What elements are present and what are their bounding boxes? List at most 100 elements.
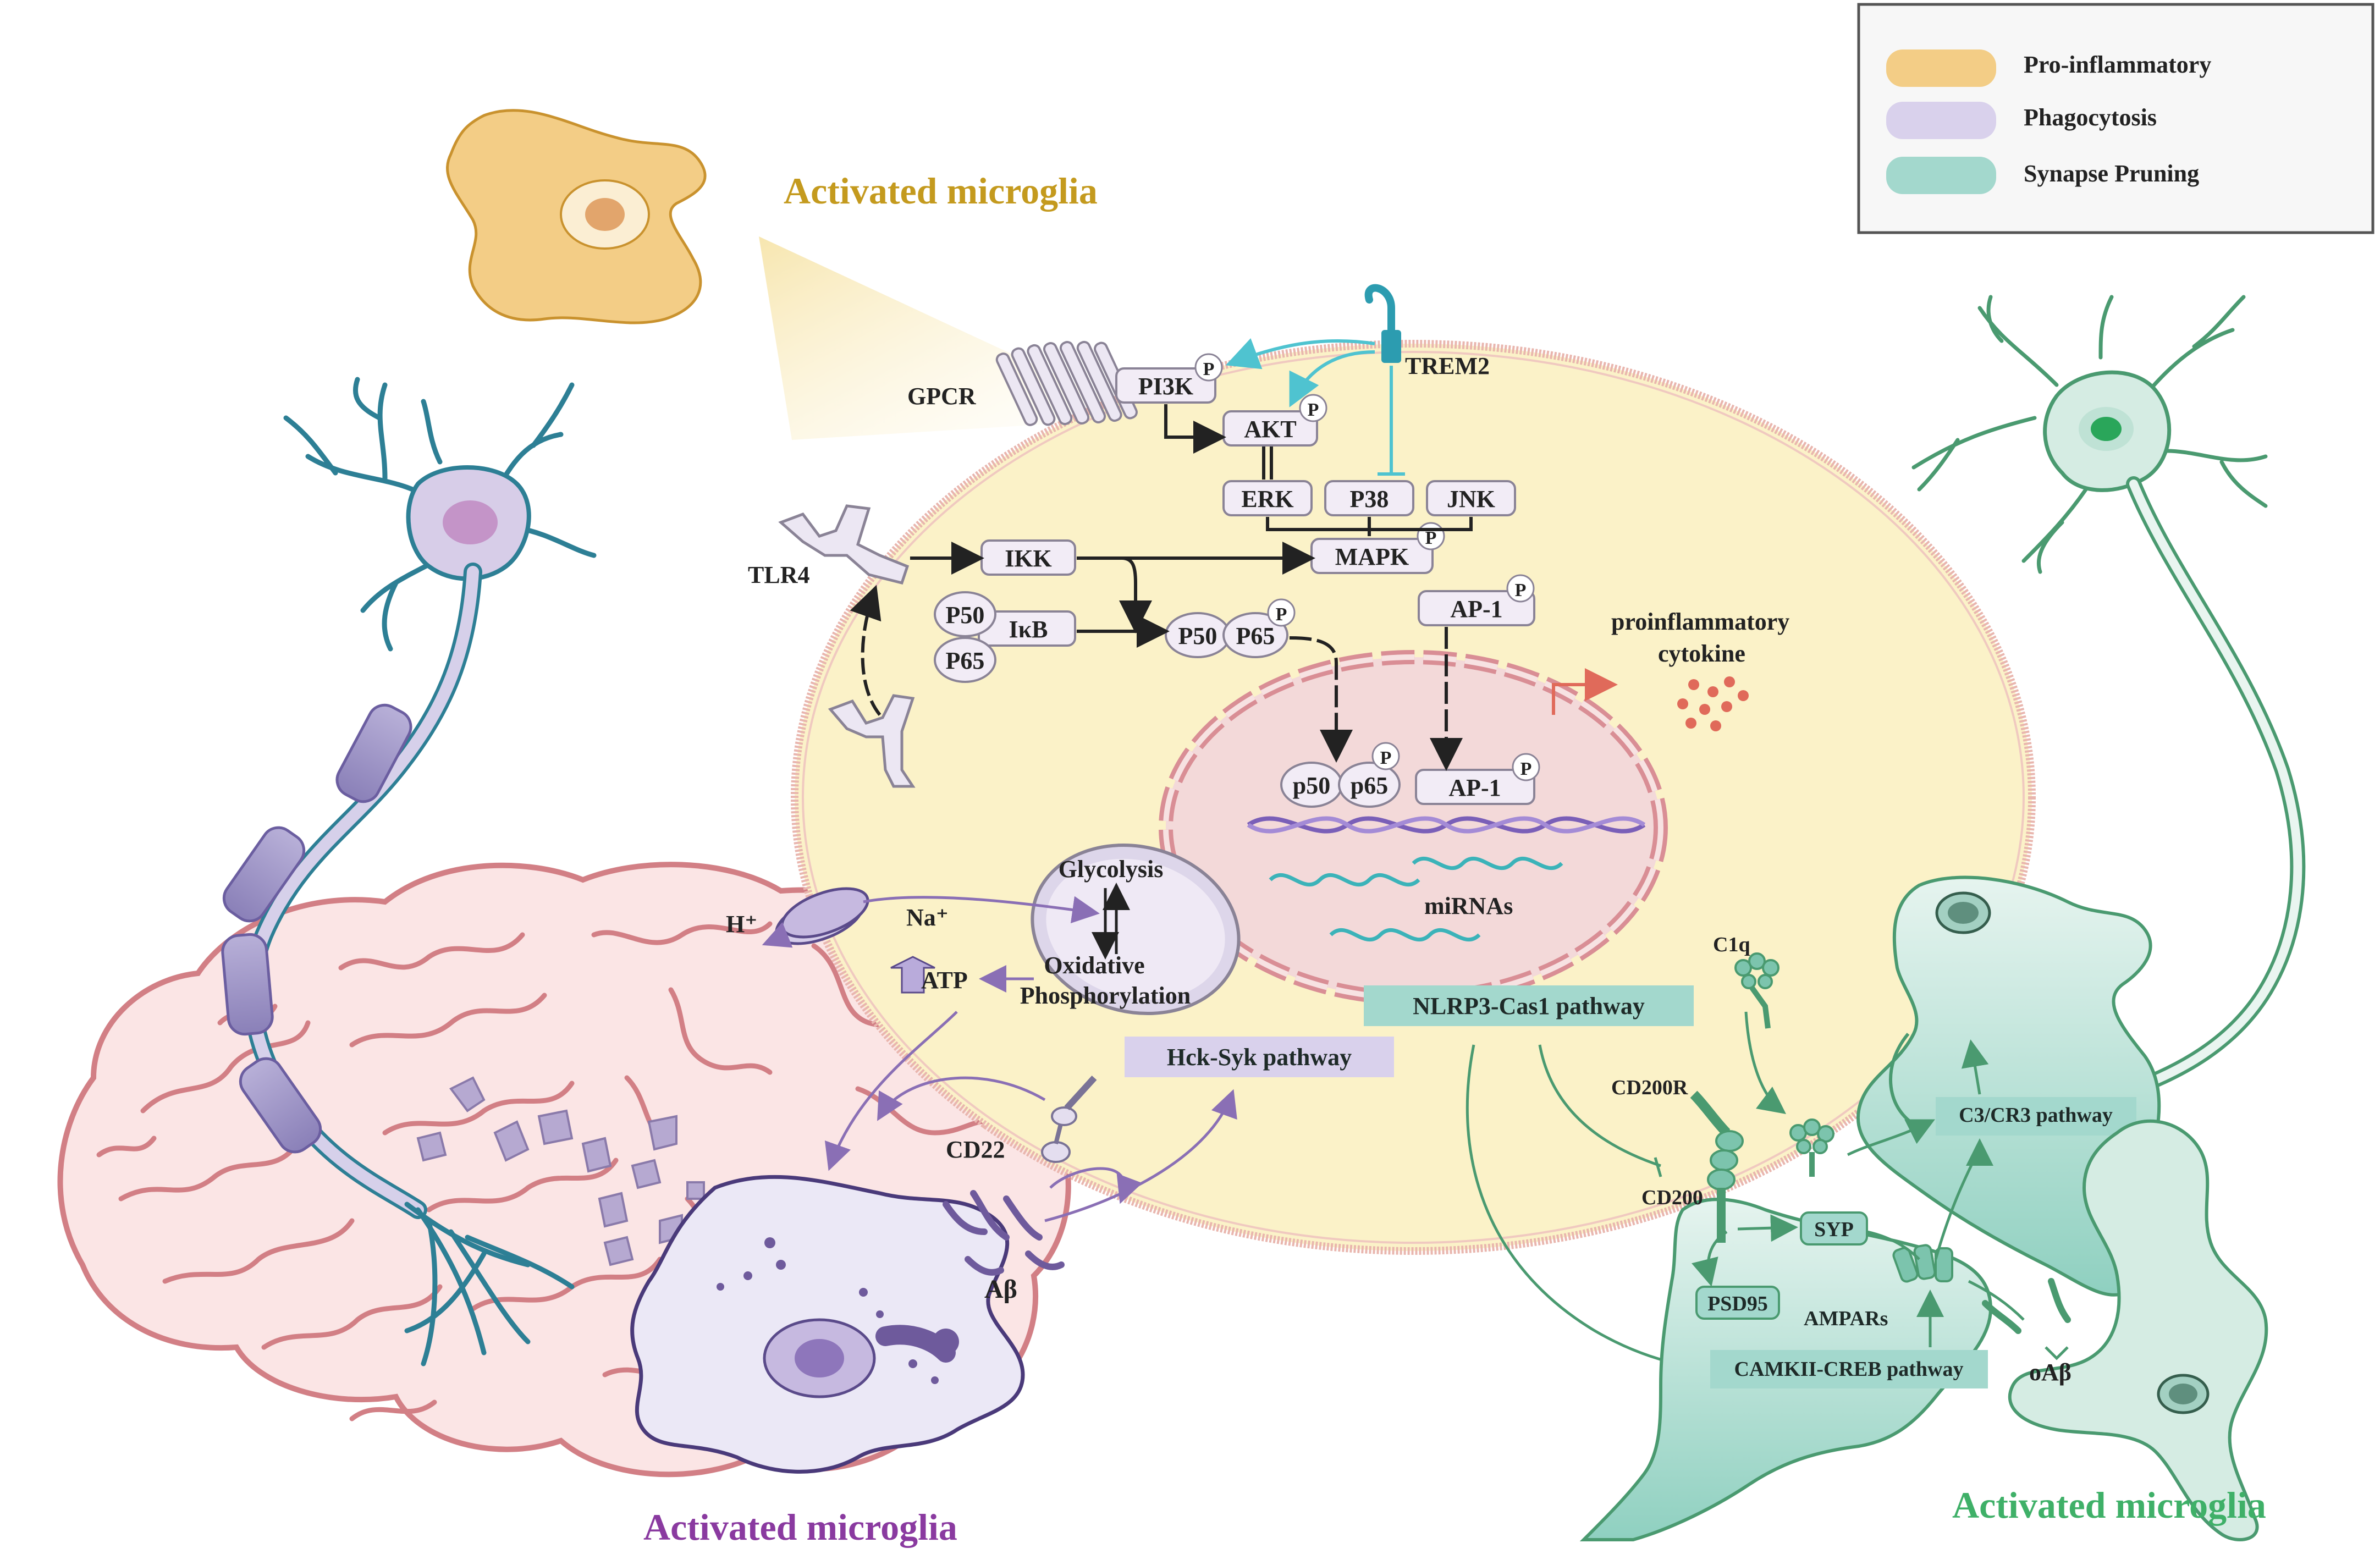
node-p50-nuclear-label: p50	[1293, 772, 1330, 799]
cd22-receptor	[1041, 1075, 1097, 1163]
oabeta: oAβ	[1934, 1138, 2072, 1386]
label-tlr4: TLR4	[748, 561, 809, 588]
node-p65-nuclear-label: p65	[1351, 772, 1388, 799]
phospho-mapk: P	[1425, 528, 1437, 548]
label-proinflammatory: proinflammatory	[1611, 608, 1789, 635]
node-p65-nuclear	[1338, 762, 1401, 808]
node-p38	[1324, 480, 1414, 516]
node-akt-label: AKT	[1244, 416, 1296, 443]
label-oabeta: oAβ	[2029, 1359, 2072, 1386]
mirna-strands	[1269, 856, 1563, 942]
label-cytokine: cytokine	[1658, 640, 1745, 667]
axon-terminals	[404, 1202, 575, 1366]
label-cd200: CD200	[1641, 1186, 1703, 1209]
node-mapk-label: MAPK	[1335, 543, 1409, 570]
node-erk	[1222, 480, 1313, 516]
label-cd22: CD22	[946, 1136, 1005, 1163]
nlrp3-inhibit-line	[1538, 1044, 1661, 1167]
legend-label-phagocytosis: Phagocytosis	[2024, 104, 2157, 131]
node-ap1	[1418, 590, 1535, 626]
hck-syk-label: Hck-Syk pathway	[1167, 1044, 1352, 1071]
ampar-receptor	[1892, 1244, 1953, 1283]
node-psd95-label: PSD95	[1707, 1292, 1768, 1315]
legend-swatch-phagocytosis	[1886, 102, 1996, 139]
node-ap1-label: AP-1	[1450, 596, 1502, 622]
trem2-receptor: TREM2	[1364, 284, 1490, 379]
node-erk-label: ERK	[1241, 486, 1293, 513]
myelin-sheaths	[221, 703, 412, 1154]
phagosome-dots	[717, 1237, 939, 1384]
camkii-label: CAMKII-CREB pathway	[1734, 1358, 1964, 1381]
node-p50-free-label: P50	[1178, 622, 1217, 649]
label-c1q: C1q	[1713, 933, 1750, 956]
node-ap1-nuclear	[1415, 769, 1535, 805]
node-p50-label: P50	[946, 602, 985, 629]
abeta-fibrils	[943, 1190, 1065, 1276]
node-ap1-nuclear-label: AP-1	[1448, 774, 1501, 801]
node-p38-label: P38	[1350, 486, 1389, 513]
legend-label-pro-inflammatory: Pro-inflammatory	[2024, 51, 2211, 78]
node-jnk	[1426, 480, 1516, 516]
top-microglia-cell: Activated microglia	[446, 109, 1149, 440]
node-p65-complex	[934, 637, 996, 683]
title-bottom-right-microglia: Activated microglia	[1952, 1484, 2266, 1526]
node-p65-label: P65	[946, 647, 985, 674]
phospho-akt: P	[1308, 400, 1319, 420]
left-neuron	[221, 377, 705, 1366]
label-gpcr: GPCR	[907, 383, 977, 410]
phospho-p65-free: P	[1276, 604, 1287, 625]
node-jnk-label: JNK	[1447, 486, 1495, 513]
node-p50-complex	[934, 591, 996, 637]
label-glycolysis: Glycolysis	[1059, 856, 1164, 883]
green-microglia-lower-body	[2008, 1119, 2268, 1541]
nucleus: miRNAs	[1159, 650, 1668, 1005]
label-abeta: Aβ	[984, 1275, 1017, 1304]
c3cr3-box	[1936, 1097, 2136, 1136]
green-microglia-lower	[2008, 1119, 2268, 1541]
signaling-nodes: PI3K P AKT P ERK P38 JNK MAPK P IKK IκB …	[934, 353, 1540, 808]
hck-syk-box	[1125, 1037, 1394, 1077]
phagocytosis-arrows	[824, 1011, 1237, 1222]
node-ikb-label: IκB	[1009, 616, 1048, 643]
node-ikk-label: IKK	[1005, 545, 1052, 572]
phospho-pi3k: P	[1203, 359, 1215, 379]
label-ampars: AMPARs	[1804, 1307, 1888, 1330]
right-neuron-dendrites	[1911, 295, 2268, 574]
purple-microglia-nucleolus	[795, 1339, 844, 1377]
purple-microglia: Aβ Activated microglia	[630, 1175, 1065, 1548]
phospho-p65-nuclear: P	[1380, 748, 1392, 768]
signal-arrows	[850, 404, 1473, 771]
label-trem2: TREM2	[1405, 352, 1490, 379]
right-neuron-nucleolus	[2091, 417, 2122, 441]
cytokine-release: proinflammatory cytokine	[1552, 608, 1789, 731]
c1q-complex: C1q	[1713, 933, 2025, 1321]
phospho-ap1-nuclear: P	[1520, 759, 1532, 779]
node-pi3k-label: PI3K	[1138, 373, 1193, 400]
trem2-arrows	[1225, 338, 1405, 476]
gold-microglia-nucleolus	[585, 198, 625, 231]
hck-syk-pathway: Hck-Syk pathway CD22	[824, 1011, 1394, 1222]
label-oxidative: Oxidative	[1044, 952, 1144, 979]
tlr4-receptor: TLR4	[748, 504, 916, 788]
right-neuron-axon	[2126, 476, 2306, 1096]
c3cr3-label: C3/CR3 pathway	[1959, 1104, 2113, 1127]
legend-swatch-pro-inflammatory	[1886, 49, 1996, 87]
title-bottom-left-microglia: Activated microglia	[643, 1506, 957, 1548]
legend: Pro-inflammatory Phagocytosis Synapse Pr…	[1857, 3, 2375, 234]
node-pi3k	[1115, 367, 1216, 404]
label-phosphorylation: Phosphorylation	[1020, 982, 1191, 1009]
label-h-plus: H⁺	[726, 911, 757, 938]
node-syp-label: SYP	[1814, 1218, 1854, 1241]
ion-channel: H⁺ Na⁺ ATP	[726, 887, 1100, 994]
postsynaptic-terminal: SYP PSD95 AMPARs CAMKII-CREB pathway	[1579, 1198, 1993, 1541]
title-top-microglia: Activated microglia	[784, 170, 1098, 212]
node-syp	[1800, 1211, 1868, 1246]
right-neuron	[1911, 295, 2306, 1096]
node-p65-free-label: P65	[1236, 622, 1275, 649]
label-atp: ATP	[921, 967, 968, 994]
node-p65-free	[1222, 612, 1288, 658]
node-psd95	[1695, 1286, 1780, 1320]
tlr4-receptor-lower	[828, 694, 916, 788]
